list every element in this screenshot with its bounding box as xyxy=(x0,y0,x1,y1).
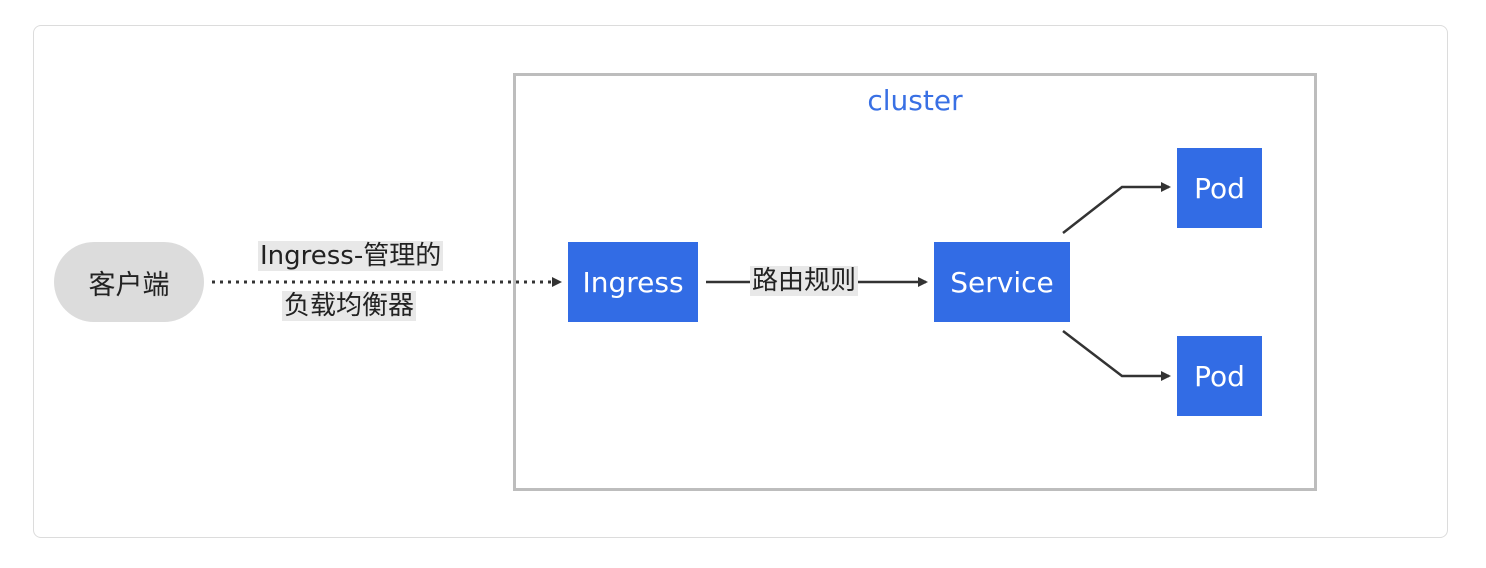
ingress-node-label: Ingress xyxy=(582,265,684,299)
pod-node-bottom-label: Pod xyxy=(1194,359,1245,393)
ingress-node: Ingress xyxy=(568,242,698,322)
load-balancer-label-line2: 负载均衡器 xyxy=(282,291,417,321)
cluster-label: cluster xyxy=(867,84,963,117)
pod-node-top: Pod xyxy=(1177,148,1262,228)
routing-rules-label: 路由规则 xyxy=(750,266,859,296)
service-node-label: Service xyxy=(950,265,1054,299)
pod-node-top-label: Pod xyxy=(1194,171,1245,205)
service-node: Service xyxy=(934,242,1070,322)
edge-service-to-pod-top xyxy=(1062,182,1171,234)
pod-node-bottom: Pod xyxy=(1177,336,1262,416)
client-node: 客户端 xyxy=(54,242,204,322)
load-balancer-label-line1: Ingress-管理的 xyxy=(258,241,444,271)
edge-service-to-pod-bottom xyxy=(1062,330,1171,381)
client-node-label: 客户端 xyxy=(88,269,170,301)
cluster-boundary xyxy=(513,73,1317,491)
